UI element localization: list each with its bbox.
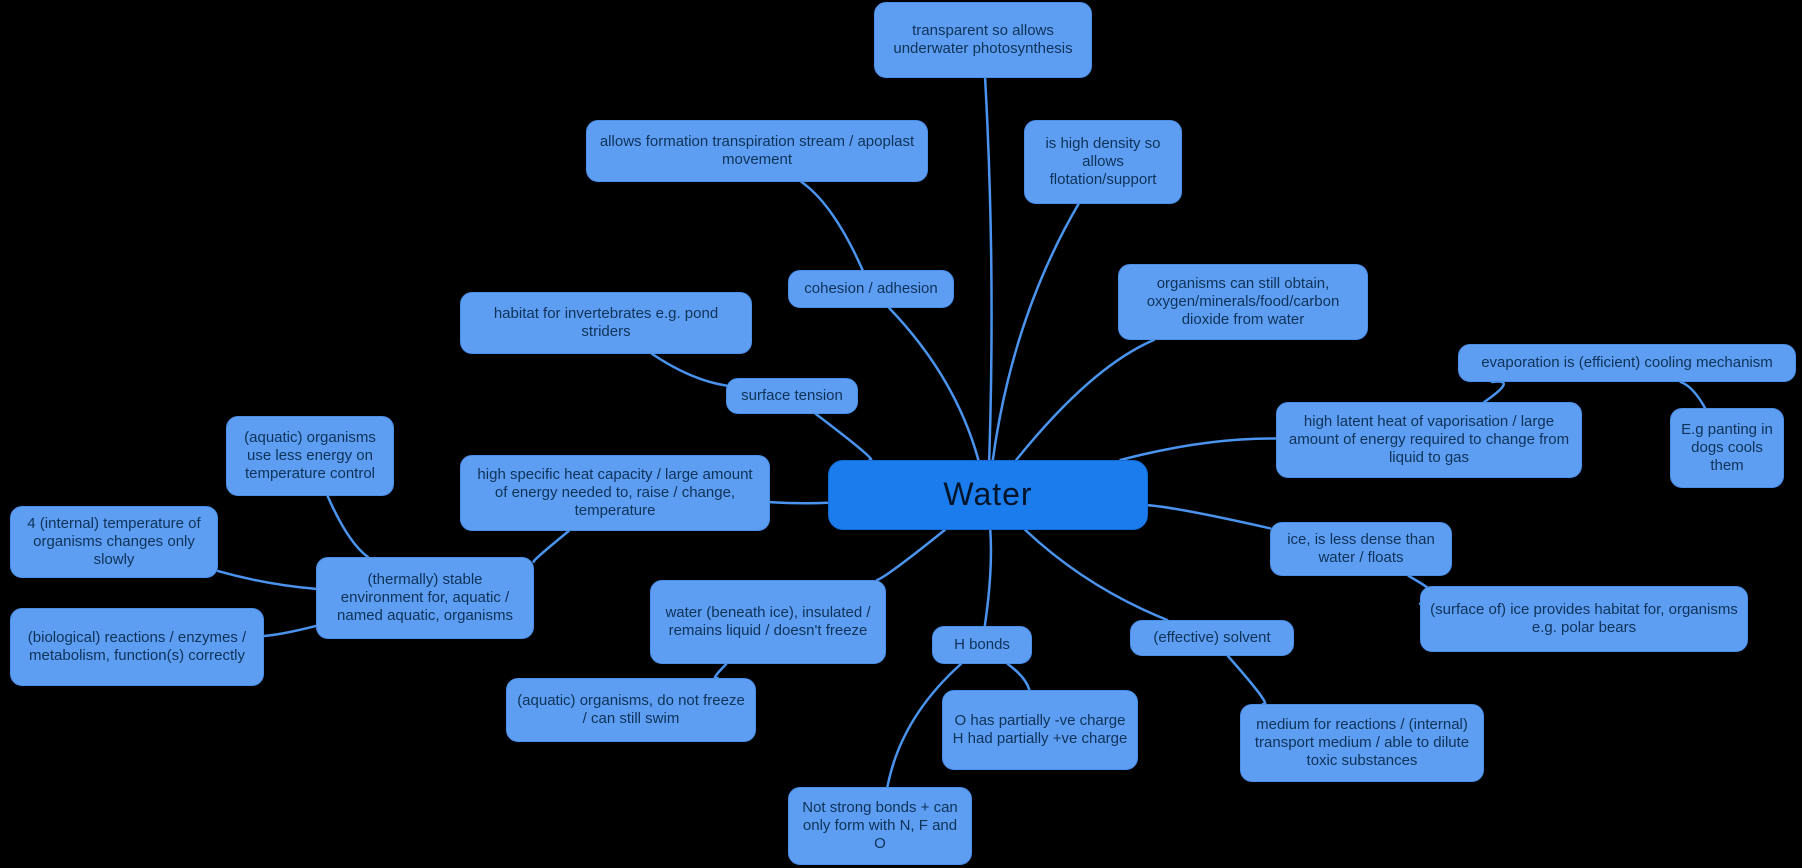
mindmap-node-ice_less_dense[interactable]: ice, is less dense than water / floats (1270, 522, 1452, 576)
node-label: transparent so allows underwater photosy… (893, 21, 1073, 57)
node-label: surface tension (741, 386, 843, 404)
mindmap-node-surface_tension[interactable]: surface tension (726, 378, 858, 414)
edge-h_bonds-charges (1006, 662, 1031, 692)
mindmap-node-ice_habitat[interactable]: (surface of) ice provides habitat for, o… (1420, 586, 1748, 652)
mindmap-node-bio_reactions[interactable]: (biological) reactions / enzymes / metab… (10, 608, 264, 686)
node-label: (aquatic) organisms, do not freeze / can… (517, 691, 745, 727)
mindmap-node-transparent[interactable]: transparent so allows underwater photosy… (874, 2, 1092, 78)
mindmap-node-temp_slow[interactable]: 4 (internal) temperature of organisms ch… (10, 506, 218, 578)
mindmap-node-latent_heat[interactable]: high latent heat of vaporisation / large… (1276, 402, 1582, 478)
node-label: (biological) reactions / enzymes / metab… (27, 628, 247, 664)
mindmap-node-h_bonds[interactable]: H bonds (932, 626, 1032, 664)
edge-water-beneath_ice (875, 528, 946, 582)
mindmap-node-solvent[interactable]: (effective) solvent (1130, 620, 1294, 656)
node-label: evaporation is (efficient) cooling mecha… (1481, 353, 1773, 371)
node-label: (effective) solvent (1153, 628, 1271, 646)
edge-shc-thermally_stable (532, 529, 570, 563)
edge-water-shc (768, 500, 830, 505)
edge-water-h_bonds (983, 528, 993, 628)
edge-thermally_stable-temp_slow (216, 569, 318, 591)
mindmap-node-thermally_stable[interactable]: (thermally) stable environment for, aqua… (316, 557, 534, 639)
mindmap-node-less_energy[interactable]: (aquatic) organisms use less energy on t… (226, 416, 394, 496)
node-label: cohesion / adhesion (804, 279, 938, 297)
central-topic-node[interactable]: Water (828, 460, 1148, 530)
node-label: O has partially -ve charge H had partial… (952, 711, 1128, 747)
node-label: organisms can still obtain, oxygen/miner… (1146, 274, 1340, 329)
node-label: ice, is less dense than water / floats (1287, 530, 1435, 566)
edge-thermally_stable-less_energy (326, 494, 370, 559)
edge-water-organisms_obtain (1014, 338, 1156, 462)
node-label: (thermally) stable environment for, aqua… (337, 570, 513, 625)
edge-water-surface_tension (814, 412, 873, 462)
node-label: high specific heat capacity / large amou… (477, 465, 753, 520)
node-label: allows formation transpiration stream / … (599, 132, 915, 168)
node-label: Water (943, 476, 1033, 513)
node-label: water (beneath ice), insulated / remains… (665, 603, 871, 639)
edge-surface_tension-habitat (650, 352, 728, 387)
mindmap-node-organisms_obtain[interactable]: organisms can still obtain, oxygen/miner… (1118, 264, 1368, 340)
mindmap-node-panting[interactable]: E.g panting in dogs cools them (1670, 408, 1784, 488)
mindmap-node-charges[interactable]: O has partially -ve charge H had partial… (942, 690, 1138, 770)
node-label: high latent heat of vaporisation / large… (1288, 412, 1570, 467)
mindmap-node-evaporation[interactable]: evaporation is (efficient) cooling mecha… (1458, 344, 1796, 382)
node-label: is high density so allows flotation/supp… (1045, 134, 1161, 189)
node-label: (surface of) ice provides habitat for, o… (1430, 600, 1738, 636)
edge-cohesion-transpiration (800, 180, 864, 272)
edge-solvent-medium (1226, 654, 1267, 706)
node-label: habitat for invertebrates e.g. pond stri… (493, 304, 719, 340)
edge-water-ice_less_dense (1146, 504, 1272, 530)
edge-water-solvent (1024, 528, 1169, 622)
edge-water-cohesion (887, 306, 980, 462)
edge-water-high_density (991, 202, 1080, 462)
node-label: (aquatic) organisms use less energy on t… (244, 428, 376, 483)
mindmap-node-habitat[interactable]: habitat for invertebrates e.g. pond stri… (460, 292, 752, 354)
mindmap-node-transpiration[interactable]: allows formation transpiration stream / … (586, 120, 928, 182)
mindmap-node-beneath_ice[interactable]: water (beneath ice), insulated / remains… (650, 580, 886, 664)
edge-h_bonds-not_strong (886, 662, 963, 789)
edge-evaporation-panting (1679, 380, 1707, 410)
edge-beneath_ice-not_freeze (713, 662, 728, 680)
mindmap-node-not_strong[interactable]: Not strong bonds + can only form with N,… (788, 787, 972, 865)
mindmap-node-medium[interactable]: medium for reactions / (internal) transp… (1240, 704, 1484, 782)
edge-thermally_stable-bio_reactions (262, 624, 318, 638)
edge-water-transparent (983, 76, 993, 462)
mindmap-node-shc[interactable]: high specific heat capacity / large amou… (460, 455, 770, 531)
edge-water-latent_heat (1119, 437, 1278, 462)
mindmap-node-not_freeze[interactable]: (aquatic) organisms, do not freeze / can… (506, 678, 756, 742)
edge-latent_heat-evaporation (1483, 380, 1505, 404)
node-label: 4 (internal) temperature of organisms ch… (27, 514, 201, 569)
mindmap-node-high_density[interactable]: is high density so allows flotation/supp… (1024, 120, 1182, 204)
node-label: H bonds (954, 635, 1010, 653)
mindmap-node-cohesion[interactable]: cohesion / adhesion (788, 270, 954, 308)
node-label: Not strong bonds + can only form with N,… (802, 798, 958, 853)
node-label: medium for reactions / (internal) transp… (1254, 715, 1470, 770)
node-label: E.g panting in dogs cools them (1681, 420, 1773, 475)
